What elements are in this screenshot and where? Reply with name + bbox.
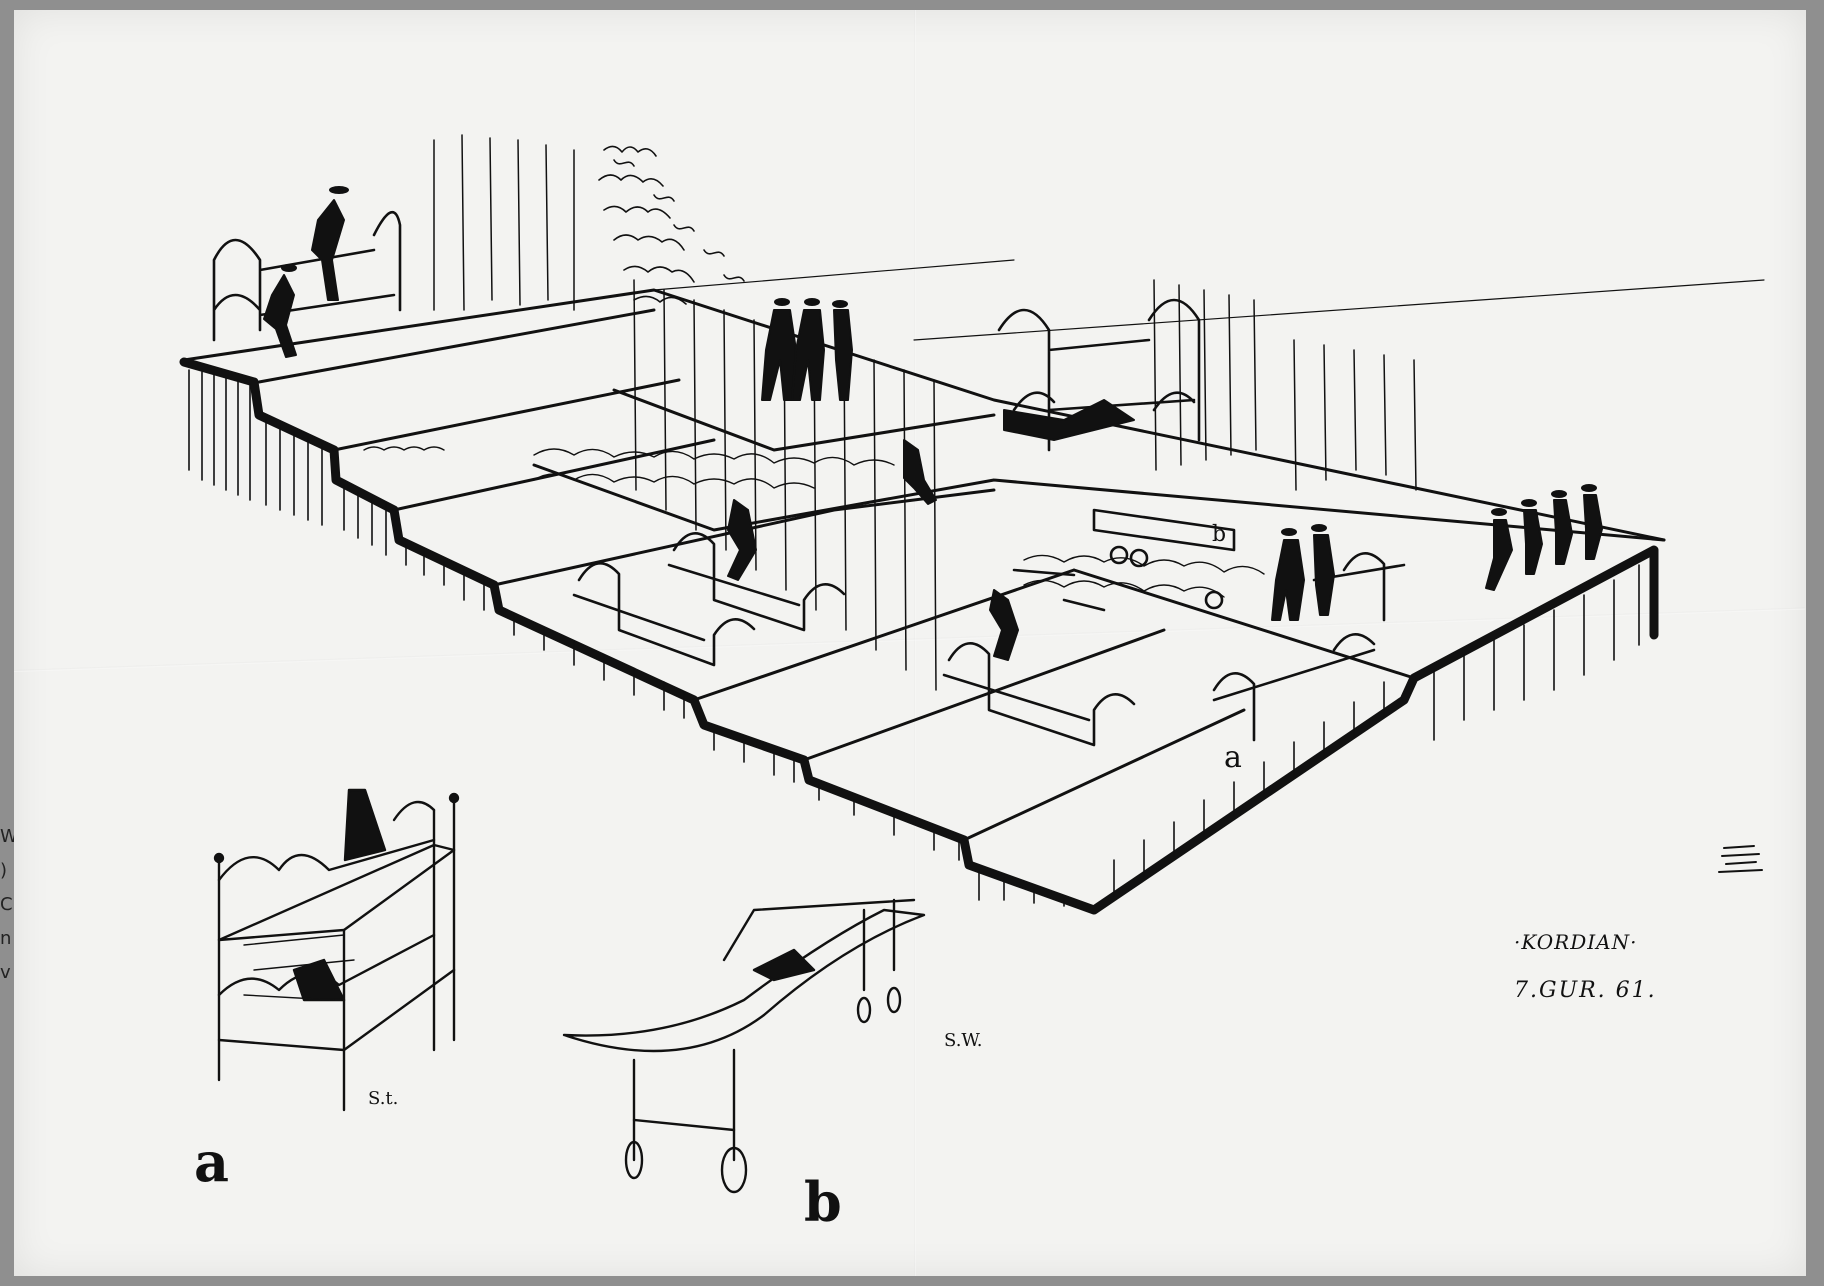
edge-letter: W xyxy=(0,826,18,847)
bed-frames xyxy=(212,211,1406,747)
detail-label-a: a xyxy=(194,1130,229,1194)
edge-letter: v xyxy=(0,962,11,983)
figure-heads xyxy=(281,186,1597,536)
edge-text-fragments: W ) C n v xyxy=(0,820,18,990)
backdrop-lines xyxy=(433,134,1765,691)
figures xyxy=(263,199,1603,661)
edge-scribble xyxy=(1718,845,1763,873)
edge-letter: n xyxy=(0,928,12,949)
rock-texture xyxy=(363,446,1265,598)
detail-a-bunk-bed xyxy=(213,788,460,1112)
initials-a: S.t. xyxy=(368,1088,399,1109)
stage-design-sketch xyxy=(179,134,1765,1194)
detail-label-b: b xyxy=(804,1170,842,1234)
detail-b-hammock-cart xyxy=(562,898,926,1194)
foliage-scribble xyxy=(598,145,745,305)
sketch-paper: a b a b ·KORDIAN· 7.GUR. 61. S.t. S.W. xyxy=(14,10,1806,1276)
initials-b: S.W. xyxy=(944,1030,983,1051)
signature-date: 7.GUR. 61. xyxy=(1514,978,1657,1003)
edge-letter: C xyxy=(0,894,13,915)
edge-letter: ) xyxy=(0,860,8,881)
signature-title: ·KORDIAN· xyxy=(1514,930,1638,954)
stage-label-a: a xyxy=(1224,740,1242,775)
stage-platform xyxy=(179,288,1666,915)
cart-bench xyxy=(1012,508,1236,612)
paper-fold-vertical xyxy=(914,10,916,1276)
stage-label-b: b xyxy=(1212,522,1227,547)
